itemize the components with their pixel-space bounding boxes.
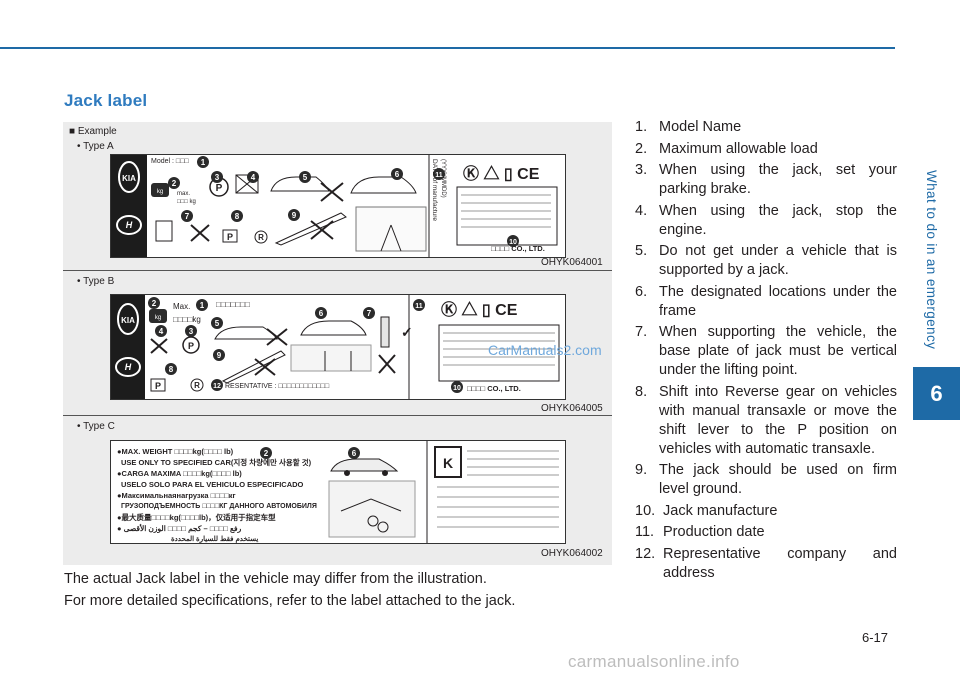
svg-text:●CARGA MAXIMA □□□□kg(□□□□ lb): ●CARGA MAXIMA □□□□kg(□□□□ lb) bbox=[117, 469, 242, 478]
svg-text:□□□□□□□: □□□□□□□ bbox=[216, 300, 250, 309]
example-label: ■ Example bbox=[69, 126, 117, 137]
svg-text:Model : □□□: Model : □□□ bbox=[151, 158, 189, 165]
svg-text:P: P bbox=[188, 341, 194, 351]
svg-text:12: 12 bbox=[213, 383, 221, 390]
svg-text:Ⓚ △ ▯ CE: Ⓚ △ ▯ CE bbox=[463, 164, 540, 183]
svg-text:6: 6 bbox=[319, 309, 324, 318]
watermark-overlay: CarManuals2.com bbox=[488, 342, 602, 358]
svg-text:2: 2 bbox=[152, 299, 157, 308]
chapter-side-label-text: What to do in an emergency bbox=[924, 170, 939, 350]
svg-text:✓: ✓ bbox=[401, 324, 413, 340]
type-a-illustration: KIA H Model : □□□ 1 kg 2 max. □□□ kg P 3… bbox=[111, 155, 558, 257]
caption-note: For more detailed specifications, refer … bbox=[64, 593, 516, 609]
type-b-code: OHYK064005 bbox=[541, 403, 603, 414]
svg-text:RESENTATIVE : □□□□□□□□□□□□: RESENTATIVE : □□□□□□□□□□□□ bbox=[225, 383, 330, 390]
svg-text:3: 3 bbox=[215, 173, 220, 182]
type-a-label: • Type A bbox=[77, 141, 114, 152]
svg-text:1: 1 bbox=[200, 301, 205, 310]
svg-text:8: 8 bbox=[169, 365, 174, 374]
section-title: Jack label bbox=[64, 91, 148, 110]
svg-text:يستخدم فقط للسيارة المحددة: يستخدم فقط للسيارة المحددة bbox=[171, 535, 258, 543]
list-item: 12.Representative company and address bbox=[635, 545, 897, 581]
list-item: 4.When using the jack, stop the engine. bbox=[635, 202, 897, 238]
type-c-code: OHYK064002 bbox=[541, 548, 603, 559]
svg-text:11: 11 bbox=[435, 172, 443, 179]
svg-text:2: 2 bbox=[264, 449, 269, 458]
svg-text:P: P bbox=[216, 183, 223, 194]
caption-note: The actual Jack label in the vehicle may… bbox=[64, 571, 487, 587]
type-b-label: • Type B bbox=[77, 276, 115, 287]
type-a-card: KIA H Model : □□□ 1 kg 2 max. □□□ kg P 3… bbox=[110, 154, 566, 258]
svg-text:10: 10 bbox=[509, 239, 517, 246]
svg-text:6: 6 bbox=[352, 449, 357, 458]
svg-text:K: K bbox=[443, 455, 453, 471]
svg-text:P: P bbox=[155, 381, 161, 391]
svg-text:6: 6 bbox=[395, 170, 400, 179]
list-item: 6.The designated locations under the fra… bbox=[635, 283, 897, 319]
type-b-illustration: KIA H 2 kg Max. □□□□kg 1 □□□□□□□ 4 3 P 8… bbox=[111, 295, 560, 399]
svg-text:5: 5 bbox=[303, 173, 308, 182]
type-a-code: OHYK064001 bbox=[541, 257, 603, 268]
list-item: 3.When using the jack, set your parking … bbox=[635, 162, 897, 197]
svg-text:●MAX. WEIGHT □□□□kg(□□□□ lb): ●MAX. WEIGHT □□□□kg(□□□□ lb) bbox=[117, 447, 234, 456]
svg-text:max.: max. bbox=[177, 191, 190, 197]
svg-text:Ⓚ △ ▯ CE: Ⓚ △ ▯ CE bbox=[441, 300, 518, 319]
list-item: 11.Production date bbox=[635, 524, 765, 540]
panel-divider bbox=[63, 270, 612, 271]
svg-text:P: P bbox=[227, 232, 233, 242]
svg-text:H: H bbox=[126, 220, 133, 230]
top-rule bbox=[0, 47, 895, 49]
svg-text:kg: kg bbox=[157, 189, 163, 195]
svg-text:5: 5 bbox=[215, 319, 220, 328]
svg-text:3: 3 bbox=[189, 327, 194, 336]
watermark-footer: carmanualsonline.info bbox=[568, 652, 740, 671]
svg-text:9: 9 bbox=[292, 211, 297, 220]
svg-text:4: 4 bbox=[251, 173, 256, 182]
type-c-card: ●MAX. WEIGHT □□□□kg(□□□□ lb) USE ONLY TO… bbox=[110, 440, 566, 544]
svg-text:4: 4 bbox=[159, 327, 164, 336]
svg-text:kg: kg bbox=[155, 315, 161, 321]
list-item: 1.Model Name bbox=[635, 119, 742, 135]
svg-text:●最大质量□□□□kg(□□□□lb)，仅适用于指定车型: ●最大质量□□□□kg(□□□□lb)，仅适用于指定车型 bbox=[117, 512, 276, 522]
svg-text:ГРУЗОПОДЪЕМНОСТЬ □□□□КГ ДАННОГ: ГРУЗОПОДЪЕМНОСТЬ □□□□КГ ДАННОГО АВТОМОБИ… bbox=[121, 503, 317, 510]
svg-text:DATE of manufacture: DATE of manufacture bbox=[431, 159, 438, 221]
svg-text:□□□ kg: □□□ kg bbox=[177, 199, 196, 205]
svg-text:H: H bbox=[125, 362, 132, 372]
list-item: 5.Do not get under a vehicle that is sup… bbox=[635, 243, 897, 278]
svg-text:KIA: KIA bbox=[121, 316, 135, 325]
type-c-label: • Type C bbox=[77, 421, 115, 432]
svg-text:1: 1 bbox=[201, 158, 206, 167]
svg-text:R: R bbox=[258, 233, 264, 242]
svg-text:●Максимальнаянагрузка □□□□кг: ●Максимальнаянагрузка □□□□кг bbox=[117, 491, 236, 500]
svg-text:Max.: Max. bbox=[173, 302, 190, 311]
svg-text:□□□□ CO., LTD.: □□□□ CO., LTD. bbox=[491, 244, 545, 253]
panel-divider bbox=[63, 415, 612, 416]
type-b-card: KIA H 2 kg Max. □□□□kg 1 □□□□□□□ 4 3 P 8… bbox=[110, 294, 566, 400]
svg-text:USELO SOLO PARA EL VEHICULO ES: USELO SOLO PARA EL VEHICULO ESPECIFICADO bbox=[121, 480, 304, 489]
page-number: 6-17 bbox=[862, 630, 889, 645]
svg-text:□□□□ CO., LTD.: □□□□ CO., LTD. bbox=[467, 384, 521, 393]
list-item: 8.Shift into Reverse gear on vehicles wi… bbox=[635, 383, 897, 457]
jack-label-legend-list: 1.Model Name 2.Maximum allowable load 3.… bbox=[635, 118, 897, 585]
svg-text:2: 2 bbox=[172, 179, 177, 188]
list-item: 2.Maximum allowable load bbox=[635, 140, 818, 157]
svg-text:8: 8 bbox=[235, 212, 240, 221]
list-item: 9.The jack should be used on firm level … bbox=[635, 462, 897, 497]
svg-text:KIA: KIA bbox=[122, 174, 136, 183]
chapter-side-label: What to do in an emergency bbox=[922, 170, 942, 360]
svg-text:● رفع □□□□ – كجم □□□□ الوزن ال: ● رفع □□□□ – كجم □□□□ الوزن الأقصى bbox=[117, 522, 242, 534]
svg-text:□□□□kg: □□□□kg bbox=[173, 315, 201, 324]
type-c-illustration: ●MAX. WEIGHT □□□□kg(□□□□ lb) USE ONLY TO… bbox=[117, 441, 559, 543]
list-item: 7.When supporting the vehicle, the base … bbox=[635, 324, 897, 378]
svg-text:R: R bbox=[194, 381, 200, 390]
svg-text:10: 10 bbox=[453, 385, 461, 392]
chapter-number-badge: 6 bbox=[913, 367, 960, 420]
svg-text:9: 9 bbox=[217, 351, 222, 360]
svg-text:11: 11 bbox=[415, 303, 423, 310]
svg-text:7: 7 bbox=[185, 212, 190, 221]
svg-text:7: 7 bbox=[367, 309, 372, 318]
list-item: 10.Jack manufacture bbox=[635, 502, 778, 519]
svg-text:USE ONLY TO SPECIFIED CAR(지정 차: USE ONLY TO SPECIFIED CAR(지정 차량에만 사용할 것) bbox=[121, 457, 312, 467]
